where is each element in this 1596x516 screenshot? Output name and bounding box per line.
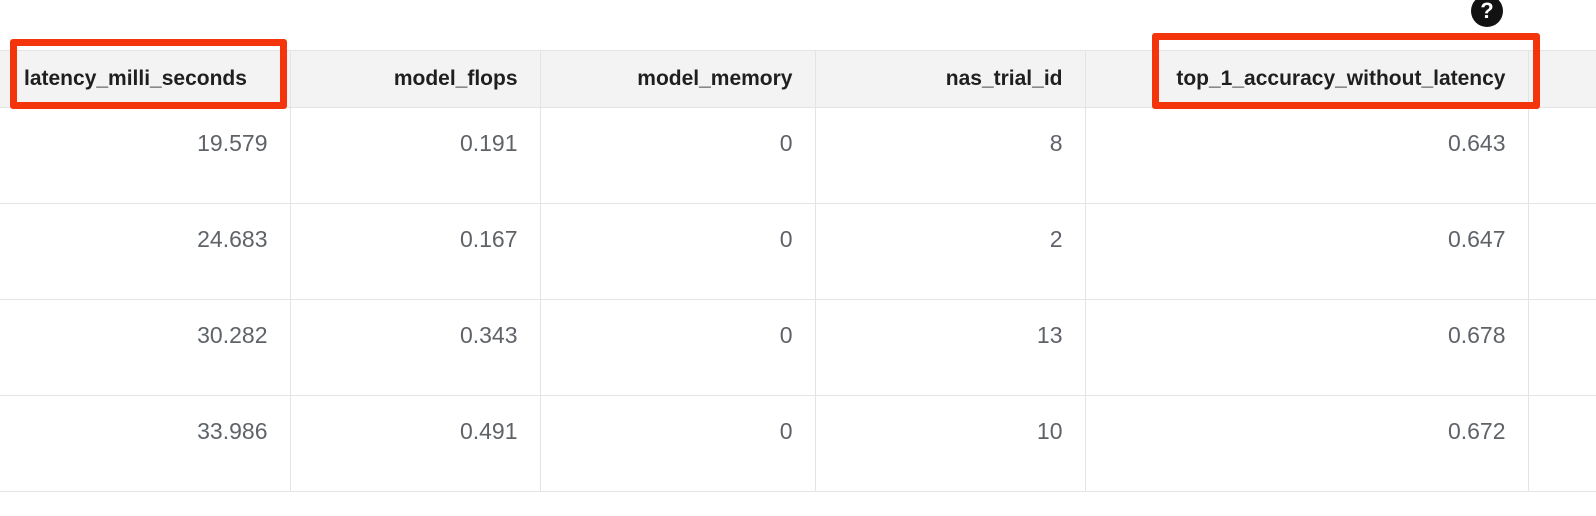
results-table-container: latency_milli_seconds model_flops model_… bbox=[0, 50, 1596, 492]
cell-latency-milli-seconds: 33.986 bbox=[0, 395, 291, 492]
cell-latency-milli-seconds: 30.282 bbox=[0, 299, 291, 396]
cell-next-partial bbox=[1528, 107, 1596, 204]
cell-nas-trial-id: 2 bbox=[815, 203, 1086, 300]
cell-next-partial bbox=[1528, 299, 1596, 396]
column-header-top-1-accuracy-without-latency[interactable]: top_1_accuracy_without_latency bbox=[1085, 50, 1529, 108]
cell-model-flops: 0.167 bbox=[290, 203, 541, 300]
cell-latency-milli-seconds: 19.579 bbox=[0, 107, 291, 204]
help-circle-icon[interactable]: ? bbox=[1471, 0, 1503, 27]
cell-latency-milli-seconds: 24.683 bbox=[0, 203, 291, 300]
cell-model-memory: 0 bbox=[540, 299, 816, 396]
table-body: 19.579 0.191 0 8 0.643 24.683 0.167 0 2 … bbox=[0, 107, 1596, 492]
cell-model-flops: 0.491 bbox=[290, 395, 541, 492]
cell-model-flops: 0.191 bbox=[290, 107, 541, 204]
cell-top-1-accuracy-without-latency: 0.643 bbox=[1085, 107, 1529, 204]
column-header-model-flops[interactable]: model_flops bbox=[290, 50, 541, 108]
cell-top-1-accuracy-without-latency: 0.678 bbox=[1085, 299, 1529, 396]
cell-model-memory: 0 bbox=[540, 395, 816, 492]
cell-nas-trial-id: 8 bbox=[815, 107, 1086, 204]
column-header-next-partial[interactable] bbox=[1528, 50, 1596, 108]
table-header-row: latency_milli_seconds model_flops model_… bbox=[0, 50, 1596, 108]
column-header-latency-milli-seconds[interactable]: latency_milli_seconds bbox=[0, 50, 291, 108]
cell-nas-trial-id: 10 bbox=[815, 395, 1086, 492]
cell-next-partial bbox=[1528, 395, 1596, 492]
column-header-nas-trial-id[interactable]: nas_trial_id bbox=[815, 50, 1086, 108]
table-row[interactable]: 24.683 0.167 0 2 0.647 bbox=[0, 203, 1596, 300]
table-row[interactable]: 30.282 0.343 0 13 0.678 bbox=[0, 299, 1596, 396]
cell-model-memory: 0 bbox=[540, 107, 816, 204]
table-header: latency_milli_seconds model_flops model_… bbox=[0, 50, 1596, 108]
column-header-model-memory[interactable]: model_memory bbox=[540, 50, 816, 108]
cell-nas-trial-id: 13 bbox=[815, 299, 1086, 396]
cell-top-1-accuracy-without-latency: 0.672 bbox=[1085, 395, 1529, 492]
table-row[interactable]: 33.986 0.491 0 10 0.672 bbox=[0, 395, 1596, 492]
cell-next-partial bbox=[1528, 203, 1596, 300]
nas-results-table: latency_milli_seconds model_flops model_… bbox=[0, 50, 1596, 492]
cell-model-flops: 0.343 bbox=[290, 299, 541, 396]
cell-model-memory: 0 bbox=[540, 203, 816, 300]
table-row[interactable]: 19.579 0.191 0 8 0.643 bbox=[0, 107, 1596, 204]
cell-top-1-accuracy-without-latency: 0.647 bbox=[1085, 203, 1529, 300]
